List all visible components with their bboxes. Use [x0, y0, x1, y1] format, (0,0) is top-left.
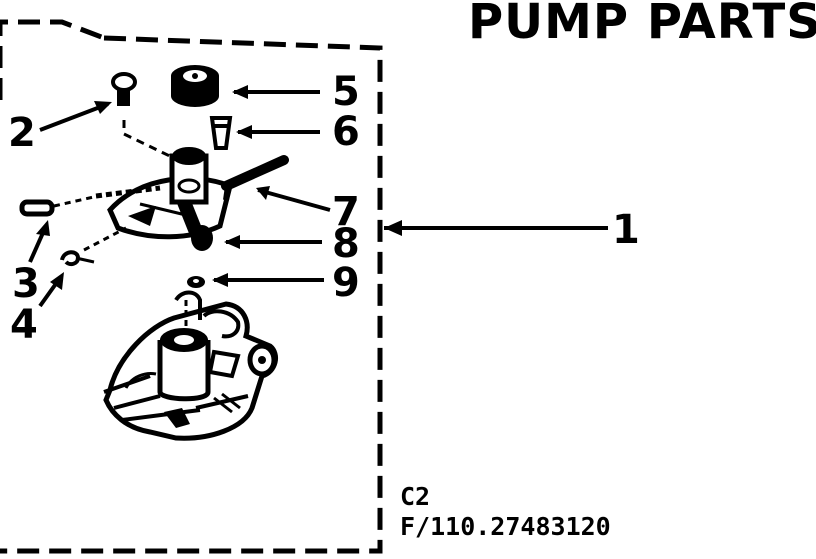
leader-arrow-5: [232, 85, 248, 99]
callout-9: 9: [332, 260, 360, 306]
callout-7: 7: [332, 189, 360, 235]
leader-line-7: [257, 188, 331, 212]
callout-1: 1: [612, 207, 640, 253]
leader-arrow-4: [50, 272, 64, 290]
leader-line-2: [39, 102, 109, 132]
figure-number: F/110.27483120: [400, 512, 611, 541]
pump-housing: [103, 290, 279, 441]
part-8-pump-cam-assembly: [95, 147, 233, 251]
part-2-bolt: [111, 72, 137, 106]
leader-arrow-9: [212, 273, 228, 287]
callout-8: 8: [332, 221, 360, 267]
leader-arrow-6: [236, 125, 252, 139]
part-4-clip: [60, 250, 95, 267]
assembly-dash-4: [83, 226, 127, 252]
figure-reference: C2 F/110.27483120: [400, 482, 611, 542]
callout-3: 3: [12, 261, 40, 307]
diagram-title: PUMP PARTS: [468, 0, 816, 50]
callout-4: 4: [10, 302, 38, 348]
callout-6: 6: [332, 109, 360, 155]
part-6-sleeve: [209, 116, 233, 150]
leader-arrow-2: [94, 101, 112, 114]
leader-arrow-1: [384, 220, 402, 236]
part-5-cap: [171, 65, 219, 107]
part-9-washer: [187, 276, 205, 288]
leader-arrow-3: [36, 220, 50, 236]
callout-2: 2: [8, 110, 36, 156]
assembly-dash-2: [122, 120, 179, 162]
assembly-dash-3: [53, 194, 99, 208]
leader-arrow-7: [256, 186, 270, 200]
section-code: C2: [400, 482, 431, 511]
callout-5: 5: [332, 69, 360, 115]
leader-arrow-8: [224, 235, 240, 249]
assembly-boundary: [0, 19, 383, 554]
part-3-pin: [19, 199, 55, 217]
